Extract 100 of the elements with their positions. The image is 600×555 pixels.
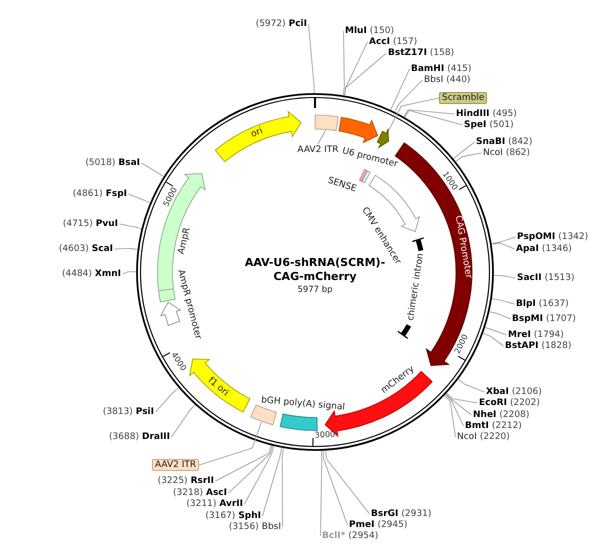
enzyme-name: BbsI bbox=[262, 522, 281, 532]
cut-position: (2954) bbox=[348, 530, 378, 540]
cut-position: (150) bbox=[370, 26, 394, 36]
enzyme-name: SnaBI bbox=[476, 136, 506, 146]
leader-line bbox=[122, 271, 136, 274]
cut-position: (2106) bbox=[512, 386, 542, 396]
feature-label: U6 promoter bbox=[341, 146, 399, 170]
cut-position: (4861) bbox=[72, 188, 103, 198]
tick-label: 3000 bbox=[314, 430, 336, 440]
enzyme-name: SpeI bbox=[464, 120, 486, 130]
leader-line bbox=[128, 194, 150, 204]
enzyme-name: HindIII bbox=[456, 108, 490, 118]
feature-block bbox=[338, 116, 378, 144]
leader-line bbox=[141, 162, 164, 177]
enzyme-name: BsaI bbox=[118, 158, 140, 168]
cut-position: (3211) bbox=[186, 498, 216, 508]
enzyme-name: BamHI bbox=[411, 64, 444, 74]
feature-tag: Scramble bbox=[439, 92, 488, 104]
enzyme-name: ApaI bbox=[516, 244, 539, 254]
leader-line bbox=[492, 298, 515, 304]
cut-position: (3156) bbox=[228, 522, 259, 532]
enzyme-name: AscI bbox=[206, 488, 227, 498]
leader-line bbox=[491, 242, 515, 250]
feature-box bbox=[314, 114, 339, 131]
enzyme-name: BlpI bbox=[516, 298, 536, 308]
feature-label: bGH poly(A) signal bbox=[260, 395, 346, 413]
leader-line bbox=[318, 130, 326, 144]
feature-block bbox=[376, 129, 390, 148]
enzyme-name: BmtI bbox=[465, 420, 489, 430]
leader-line bbox=[308, 24, 314, 94]
cut-position: (2931) bbox=[401, 508, 432, 518]
cut-position: (3218) bbox=[173, 488, 203, 498]
leader-line bbox=[215, 445, 272, 482]
leader-line bbox=[344, 52, 387, 96]
leader-line bbox=[342, 30, 345, 96]
enzyme-name: BstAPI bbox=[505, 340, 538, 350]
leader-line bbox=[155, 387, 179, 412]
cut-position: (157) bbox=[392, 36, 418, 46]
enzyme-name: PspOMI bbox=[517, 232, 556, 242]
leader-line bbox=[325, 450, 370, 514]
enzyme-name: MreI bbox=[508, 330, 531, 340]
enzyme-name: PciI bbox=[288, 18, 307, 28]
cut-position: (1707) bbox=[546, 314, 576, 324]
enzyme-name: DraIII bbox=[142, 432, 170, 442]
feature-label: ori bbox=[250, 126, 264, 140]
leader-line bbox=[228, 445, 273, 494]
cut-position: (4715) bbox=[62, 218, 93, 228]
cut-position: (1342) bbox=[558, 232, 588, 242]
cut-position: (3167) bbox=[205, 510, 236, 520]
leader-line bbox=[262, 447, 282, 516]
feature-label: f1 ori bbox=[206, 376, 230, 398]
leader-line bbox=[198, 421, 262, 466]
cut-position: (158) bbox=[430, 48, 454, 58]
enzyme-name: AccI bbox=[369, 36, 390, 46]
leader-line bbox=[404, 110, 463, 126]
feature-block bbox=[160, 302, 181, 326]
cut-position: (1794) bbox=[534, 330, 564, 340]
cut-position: (2945) bbox=[377, 520, 408, 530]
leader-line bbox=[404, 109, 455, 118]
plasmid-size: 5977 bp bbox=[296, 285, 334, 296]
feature-label: AAV2 ITR bbox=[297, 145, 339, 155]
leader-line bbox=[119, 224, 142, 230]
feature-label: AmpR bbox=[176, 226, 193, 256]
leader-line bbox=[171, 404, 196, 438]
cut-position: (415) bbox=[447, 64, 472, 74]
cut-position: (1828) bbox=[541, 340, 572, 350]
enzyme-name: PmeI bbox=[349, 520, 374, 530]
feature-block bbox=[189, 358, 250, 412]
feature-tag: AAV2 ITR bbox=[152, 459, 200, 471]
cut-position: (3225) bbox=[158, 476, 188, 486]
enzyme-name: NcoI bbox=[483, 148, 503, 158]
leader-line bbox=[322, 450, 348, 526]
enzyme-name: BspMI bbox=[512, 314, 543, 324]
enzyme-name: NcoI bbox=[457, 432, 477, 442]
enzyme-name: AvrII bbox=[219, 498, 243, 508]
enzyme-name: FspI bbox=[106, 188, 127, 198]
feature-label: SENSE bbox=[326, 176, 358, 194]
leader-line bbox=[114, 248, 138, 250]
enzyme-name: PsiI bbox=[136, 406, 154, 416]
enzyme-name: PvuI bbox=[96, 218, 118, 228]
cut-position: (4484) bbox=[62, 268, 92, 278]
cut-position: (501) bbox=[489, 120, 514, 130]
enzyme-name: SphI bbox=[238, 510, 261, 520]
enzyme-name: NheI bbox=[473, 410, 496, 420]
leader-line bbox=[489, 311, 511, 320]
cut-position: (1513) bbox=[544, 272, 575, 282]
leader-line bbox=[494, 275, 516, 278]
cut-position: (3688) bbox=[109, 432, 139, 442]
enzyme-name: SacII bbox=[517, 272, 542, 282]
enzyme-name: BclI* bbox=[322, 530, 346, 540]
leader-line bbox=[453, 142, 475, 160]
feature-label: chimeric intron bbox=[406, 252, 426, 322]
enzyme-name: EcoRI bbox=[479, 398, 507, 408]
cut-position: (1637) bbox=[538, 298, 569, 308]
leader-line bbox=[446, 392, 478, 404]
cut-position: (2212) bbox=[492, 420, 522, 430]
leader-line bbox=[244, 446, 274, 504]
leader-line bbox=[394, 80, 423, 112]
cut-position: (842) bbox=[508, 136, 532, 146]
leader-line bbox=[320, 450, 322, 536]
